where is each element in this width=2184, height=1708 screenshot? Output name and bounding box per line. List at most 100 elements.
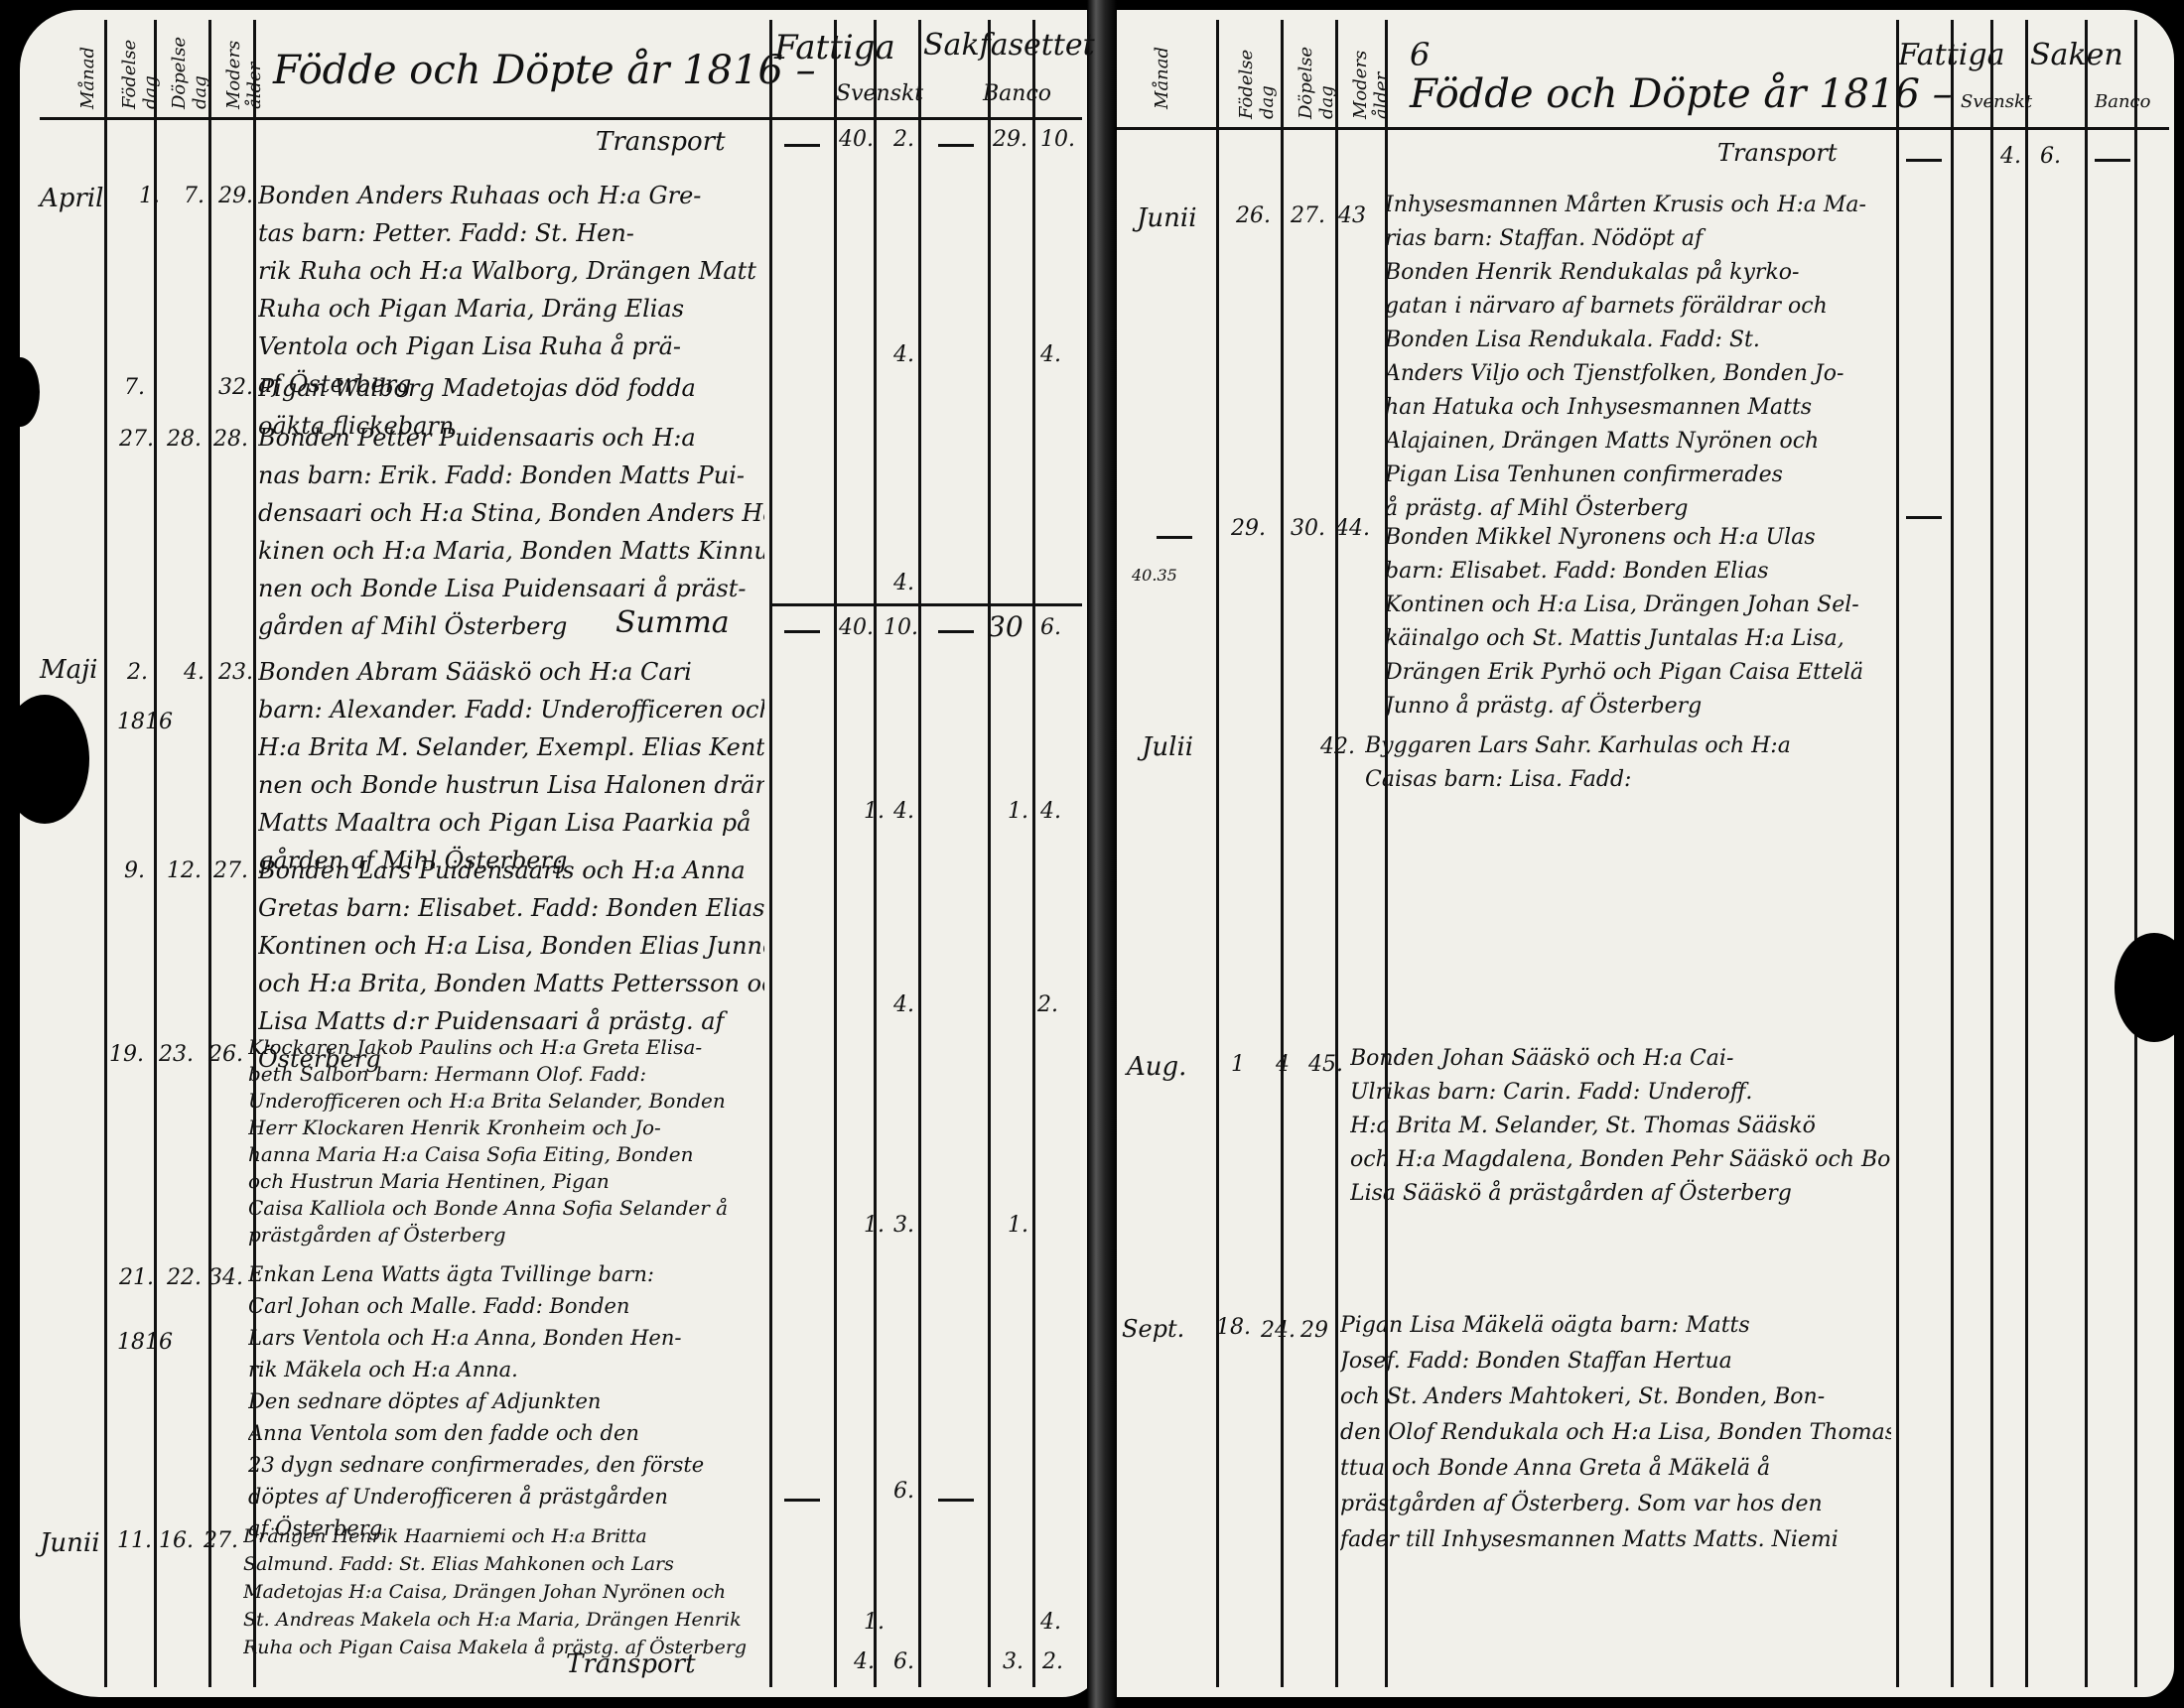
baptism-entry: Bonden Johan Sääskö och H:a Cai-Ulrikas … [1350, 1046, 1891, 1206]
baptized-day: 12. [167, 858, 202, 883]
sum-value: 6. [1040, 615, 1061, 640]
right-header-sub-b: Banco [2095, 91, 2151, 112]
bottom-value: 4. [854, 1649, 875, 1674]
entry-no: 29. [218, 184, 253, 208]
month: Junii [1137, 203, 1197, 233]
dash [1906, 516, 1942, 519]
carry-in-label: Transport [1717, 139, 1838, 167]
header-born: Födelse dag [1236, 49, 1278, 119]
born-day: 9. [124, 858, 145, 883]
amount: 1. [864, 1610, 885, 1635]
entry-no: 42. [1320, 734, 1355, 759]
left-header-sub-b: Banco [983, 81, 1052, 106]
dash [2095, 159, 2130, 162]
dash [938, 1499, 974, 1502]
born-day: 1. [139, 184, 160, 208]
amount: 1. [864, 1213, 885, 1238]
entry-no: 32. [218, 375, 253, 400]
month: Aug. [1127, 1052, 1187, 1082]
rule [1281, 20, 1284, 1687]
rule [769, 603, 1082, 606]
carry-in-value: 40. [839, 127, 874, 152]
sum-label: Summa [615, 605, 730, 640]
header-baptized: Döpelse dag [1296, 46, 1337, 119]
margin-month: Maji [40, 655, 98, 685]
entry-no: 43 [1338, 203, 1366, 228]
baptized-day: 4 [1276, 1052, 1290, 1077]
margin-date: 1816 [117, 1330, 173, 1355]
month: Julii [1142, 732, 1194, 762]
baptized-day: 16. [159, 1528, 194, 1553]
rule [253, 20, 256, 1687]
dash [784, 144, 820, 147]
rule [208, 20, 211, 1687]
dash [938, 630, 974, 633]
header-age: Moders ålder [1350, 50, 1392, 119]
amount: 1. [1008, 1213, 1028, 1238]
rule [2134, 20, 2137, 1687]
amount: 3. [893, 1213, 914, 1238]
rule [1335, 20, 1338, 1687]
margin-month: April [40, 184, 104, 213]
rule [874, 20, 877, 1687]
right-header-poor: Fattiga [1898, 38, 2005, 72]
rule [1951, 20, 1954, 1687]
carry-in-value: 10. [1040, 127, 1075, 152]
baptized-day: 24. [1261, 1318, 1296, 1343]
amount: 4. [893, 571, 914, 595]
margin-date: 1816 [117, 710, 173, 734]
baptized-day: 28. [167, 427, 202, 452]
left-page [20, 10, 1102, 1697]
rule [834, 20, 837, 1687]
rule [1117, 127, 2169, 130]
rule [2025, 20, 2028, 1687]
carry-in-value: 6. [2040, 144, 2061, 169]
entry-no: 27. [213, 858, 248, 883]
baptism-entry: Bonden Anders Ruhaas och H:a Gre-tas bar… [258, 182, 756, 398]
left-header-sub-a: Svenskt [836, 81, 924, 106]
header-baptized: Döpelse dag [169, 36, 210, 109]
born-day: 1 [1231, 1052, 1245, 1077]
entry-no: 26. [208, 1042, 243, 1067]
rule [1896, 20, 1899, 1687]
dash [784, 1499, 820, 1502]
bottom-value: 2. [1042, 1649, 1063, 1674]
amount: 4. [1040, 1610, 1061, 1635]
amount: 1. [1008, 799, 1028, 824]
entry-no: 45. [1308, 1052, 1343, 1077]
amount: 4. [893, 342, 914, 367]
sum-value: 10. [884, 615, 918, 640]
dash [784, 630, 820, 633]
amount: 4. [1040, 799, 1061, 824]
header-age: Moders ålder [223, 40, 265, 109]
amount: 6. [893, 1479, 914, 1504]
baptism-entry: Klockaren Jakob Paulins och H:a Greta El… [248, 1035, 729, 1247]
amount: 4. [1040, 342, 1061, 367]
carry-in-value: 2. [893, 127, 914, 152]
carry-in-value: 29. [993, 127, 1027, 152]
entry-no: 29 [1300, 1318, 1328, 1343]
dash [1906, 159, 1942, 162]
binding-blot [0, 695, 89, 824]
entry-no: 27. [204, 1528, 238, 1553]
left-header-fines: Sakfasettet [923, 28, 1095, 63]
born-day: 2. [127, 660, 148, 685]
baptized-day: 7. [184, 184, 205, 208]
baptism-entry: Inhysesmannen Mårten Krusis och H:a Ma-r… [1385, 193, 1866, 521]
born-day: 27. [119, 427, 154, 452]
amount: 4. [893, 992, 914, 1017]
entry-no: 23. [218, 660, 253, 685]
margin-note: 40.35 [1132, 566, 1177, 585]
baptized-day: 4. [184, 660, 205, 685]
rule [988, 20, 991, 1687]
rule [2085, 20, 2088, 1687]
right-title: Födde och Döpte år 1816 – [1410, 71, 1953, 117]
born-day: 29. [1231, 516, 1266, 541]
rule [154, 20, 157, 1687]
right-page-no: 6 [1410, 36, 1431, 73]
